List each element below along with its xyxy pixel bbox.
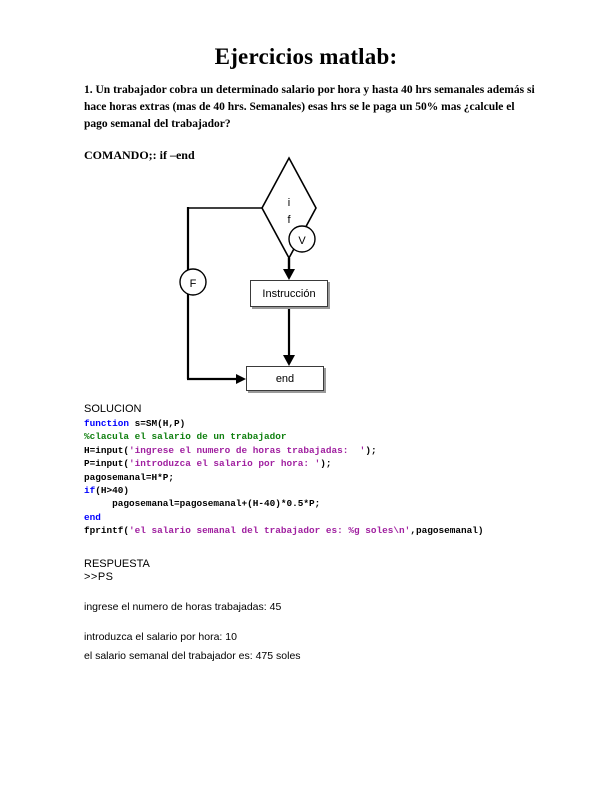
decision-label-line2: f [287,214,291,226]
instruction-to-end-arrowhead [283,355,295,366]
code-token: end [84,511,101,523]
code-token: if [84,485,96,497]
console-output-line: introduzca el salario por hora: 10 [84,631,237,643]
code-token: s=SM(H,P) [129,418,186,429]
flowchart-canvas: i f F V [179,156,317,384]
console-output-line: el salario semanal del trabajador es: 47… [84,650,301,662]
console-prompt: >>PS [84,571,114,583]
code-token: function [84,418,130,429]
code-token: P=input( [84,458,130,470]
problem-statement: 1. Un trabajador cobra un determinado sa… [84,84,535,130]
decision-label-line1: i [288,197,290,209]
true-branch-label: V [298,235,306,247]
code-token: 'introduzca el salario por hora: ' [129,458,321,470]
matlab-code-block: function s=SM(H,P)%clacula el salario de… [84,417,554,538]
respuesta-heading: RESPUESTA [84,558,150,570]
code-token: ); [365,444,377,456]
console-output-line: ingrese el numero de horas trabajadas: 4… [84,601,282,613]
code-line: pagosemanal=pagosemanal+(H-40)*0.5*P; [84,497,554,510]
end-box: end [246,366,324,391]
code-line: function s=SM(H,P) [84,417,554,430]
code-line: end [84,511,554,524]
instruction-box: Instrucción [250,280,328,307]
true-branch-arrowhead [283,269,295,280]
solucion-heading: SOLUCION [84,403,142,415]
code-token: ,pagosemanal) [410,525,484,537]
code-line: %clacula el salario de un trabajador [84,430,554,443]
code-token: H=input( [84,444,130,456]
true-branch-circle [288,225,316,253]
code-token: pagosemanal=H*P; [84,471,175,483]
code-token: %clacula el salario de un trabajador [84,431,287,443]
code-token: 'ingrese el numero de horas trabajadas: … [129,444,366,456]
code-line: pagosemanal=H*P; [84,471,554,484]
code-token: ); [320,458,332,470]
code-line: P=input('introduzca el salario por hora:… [84,457,554,470]
code-token: fprintf( [84,525,130,537]
page-title: Ejercicios matlab: [214,44,398,69]
flowchart: i f F V Instrucción end [0,150,612,400]
code-token: (H>40) [95,485,130,497]
code-token: pagosemanal=pagosemanal+(H-40)*0.5*P; [84,498,321,510]
comando-label: COMANDO;: if –end [84,148,195,162]
code-line: if(H>40) [84,484,554,497]
code-line: H=input('ingrese el numero de horas trab… [84,444,554,457]
code-token: 'el salario semanal del trabajador es: %… [129,525,411,537]
false-branch-arrowhead [236,374,246,384]
code-line: fprintf('el salario semanal del trabajad… [84,524,554,537]
false-branch-label: F [190,278,197,290]
false-branch-circle [179,268,207,296]
